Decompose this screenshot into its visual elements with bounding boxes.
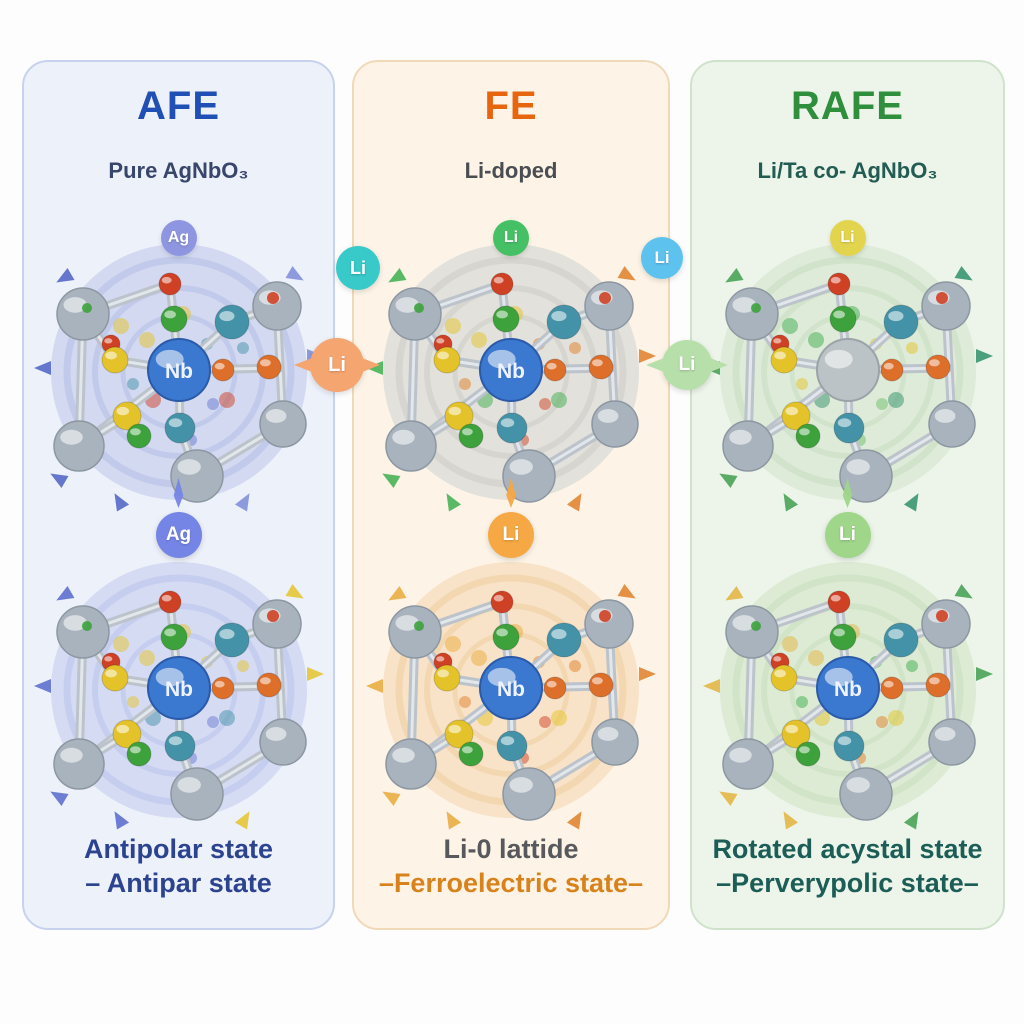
ag-badge-label: Ag bbox=[167, 229, 190, 246]
down-arrow-icon bbox=[173, 478, 184, 508]
panel-rafe-title: RAFE bbox=[791, 84, 904, 128]
panel-afe: AFE Pure AgNbO₃ Ag Nb Ag Nb Antipolar st… bbox=[22, 60, 335, 930]
panel-afe-title: AFE bbox=[137, 84, 220, 128]
afe-state-sublabel: – Antipar state bbox=[85, 868, 272, 898]
panel-rafe: RAFE Li/Ta co- AgNbO₃ Li Li Nb Rotated a… bbox=[690, 60, 1005, 930]
li-badge-label: Li bbox=[839, 524, 856, 545]
fe-state-sublabel: –Ferroelectric state– bbox=[378, 868, 644, 898]
li-transfer-badge: Li bbox=[662, 340, 712, 390]
svg-text:Nb: Nb bbox=[165, 360, 193, 383]
svg-text:Nb: Nb bbox=[165, 678, 193, 701]
li-transfer-label: Li bbox=[678, 354, 696, 375]
li-badge: Li bbox=[493, 220, 529, 256]
ag-badge-label: Ag bbox=[165, 524, 192, 545]
rafe-state-label: Rotated acystal state bbox=[712, 834, 983, 864]
li-transfer-label: Li bbox=[654, 248, 670, 267]
li-transfer-label: Li bbox=[328, 353, 346, 376]
li-badge-label: Li bbox=[503, 229, 519, 246]
down-arrow-icon bbox=[842, 478, 853, 508]
li-badge-label: Li bbox=[502, 524, 520, 545]
rafe-state-sublabel: –Perverypolic state– bbox=[716, 868, 979, 898]
li-badge: Li bbox=[829, 220, 866, 256]
li-transfer-badge: Li bbox=[310, 338, 364, 392]
svg-text:Nb: Nb bbox=[497, 678, 525, 701]
fe-ferroelectric-structure: Nb bbox=[366, 562, 656, 830]
li-transfer-badge: Li bbox=[336, 246, 380, 290]
li-transfer-label: Li bbox=[350, 257, 366, 278]
ag-badge: Ag bbox=[155, 512, 202, 558]
svg-text:Nb: Nb bbox=[497, 360, 525, 383]
li-transfer-badge: Li bbox=[641, 237, 683, 279]
li-badge: Li bbox=[824, 512, 871, 558]
fe-doped-structure: Nb bbox=[366, 244, 656, 512]
down-arrow-icon bbox=[506, 478, 516, 508]
afe-antipolar-structure-detail: Nb bbox=[33, 562, 324, 830]
afe-state-label: Antipolar state bbox=[83, 834, 274, 864]
fe-state-label: Li-0 lattide bbox=[443, 834, 579, 864]
li-badge: Li bbox=[488, 512, 534, 558]
svg-text:Nb: Nb bbox=[834, 678, 862, 701]
panel-afe-subtitle: Pure AgNbO₃ bbox=[108, 158, 249, 183]
rafe-polar-structure: Nb bbox=[702, 562, 993, 830]
panel-rafe-subtitle: Li/Ta co- AgNbO₃ bbox=[757, 158, 938, 183]
li-badge-label: Li bbox=[840, 229, 855, 246]
rafe-rotated-structure bbox=[702, 244, 993, 512]
afe-antipolar-structure: Nb bbox=[33, 244, 324, 512]
panel-fe: FE Li-doped Li Nb Li Nb Li-0 lattide –Fe… bbox=[352, 60, 670, 930]
ag-badge: Ag bbox=[160, 220, 197, 256]
panel-fe-title: FE bbox=[484, 84, 538, 128]
panel-fe-subtitle: Li-doped bbox=[464, 158, 558, 183]
